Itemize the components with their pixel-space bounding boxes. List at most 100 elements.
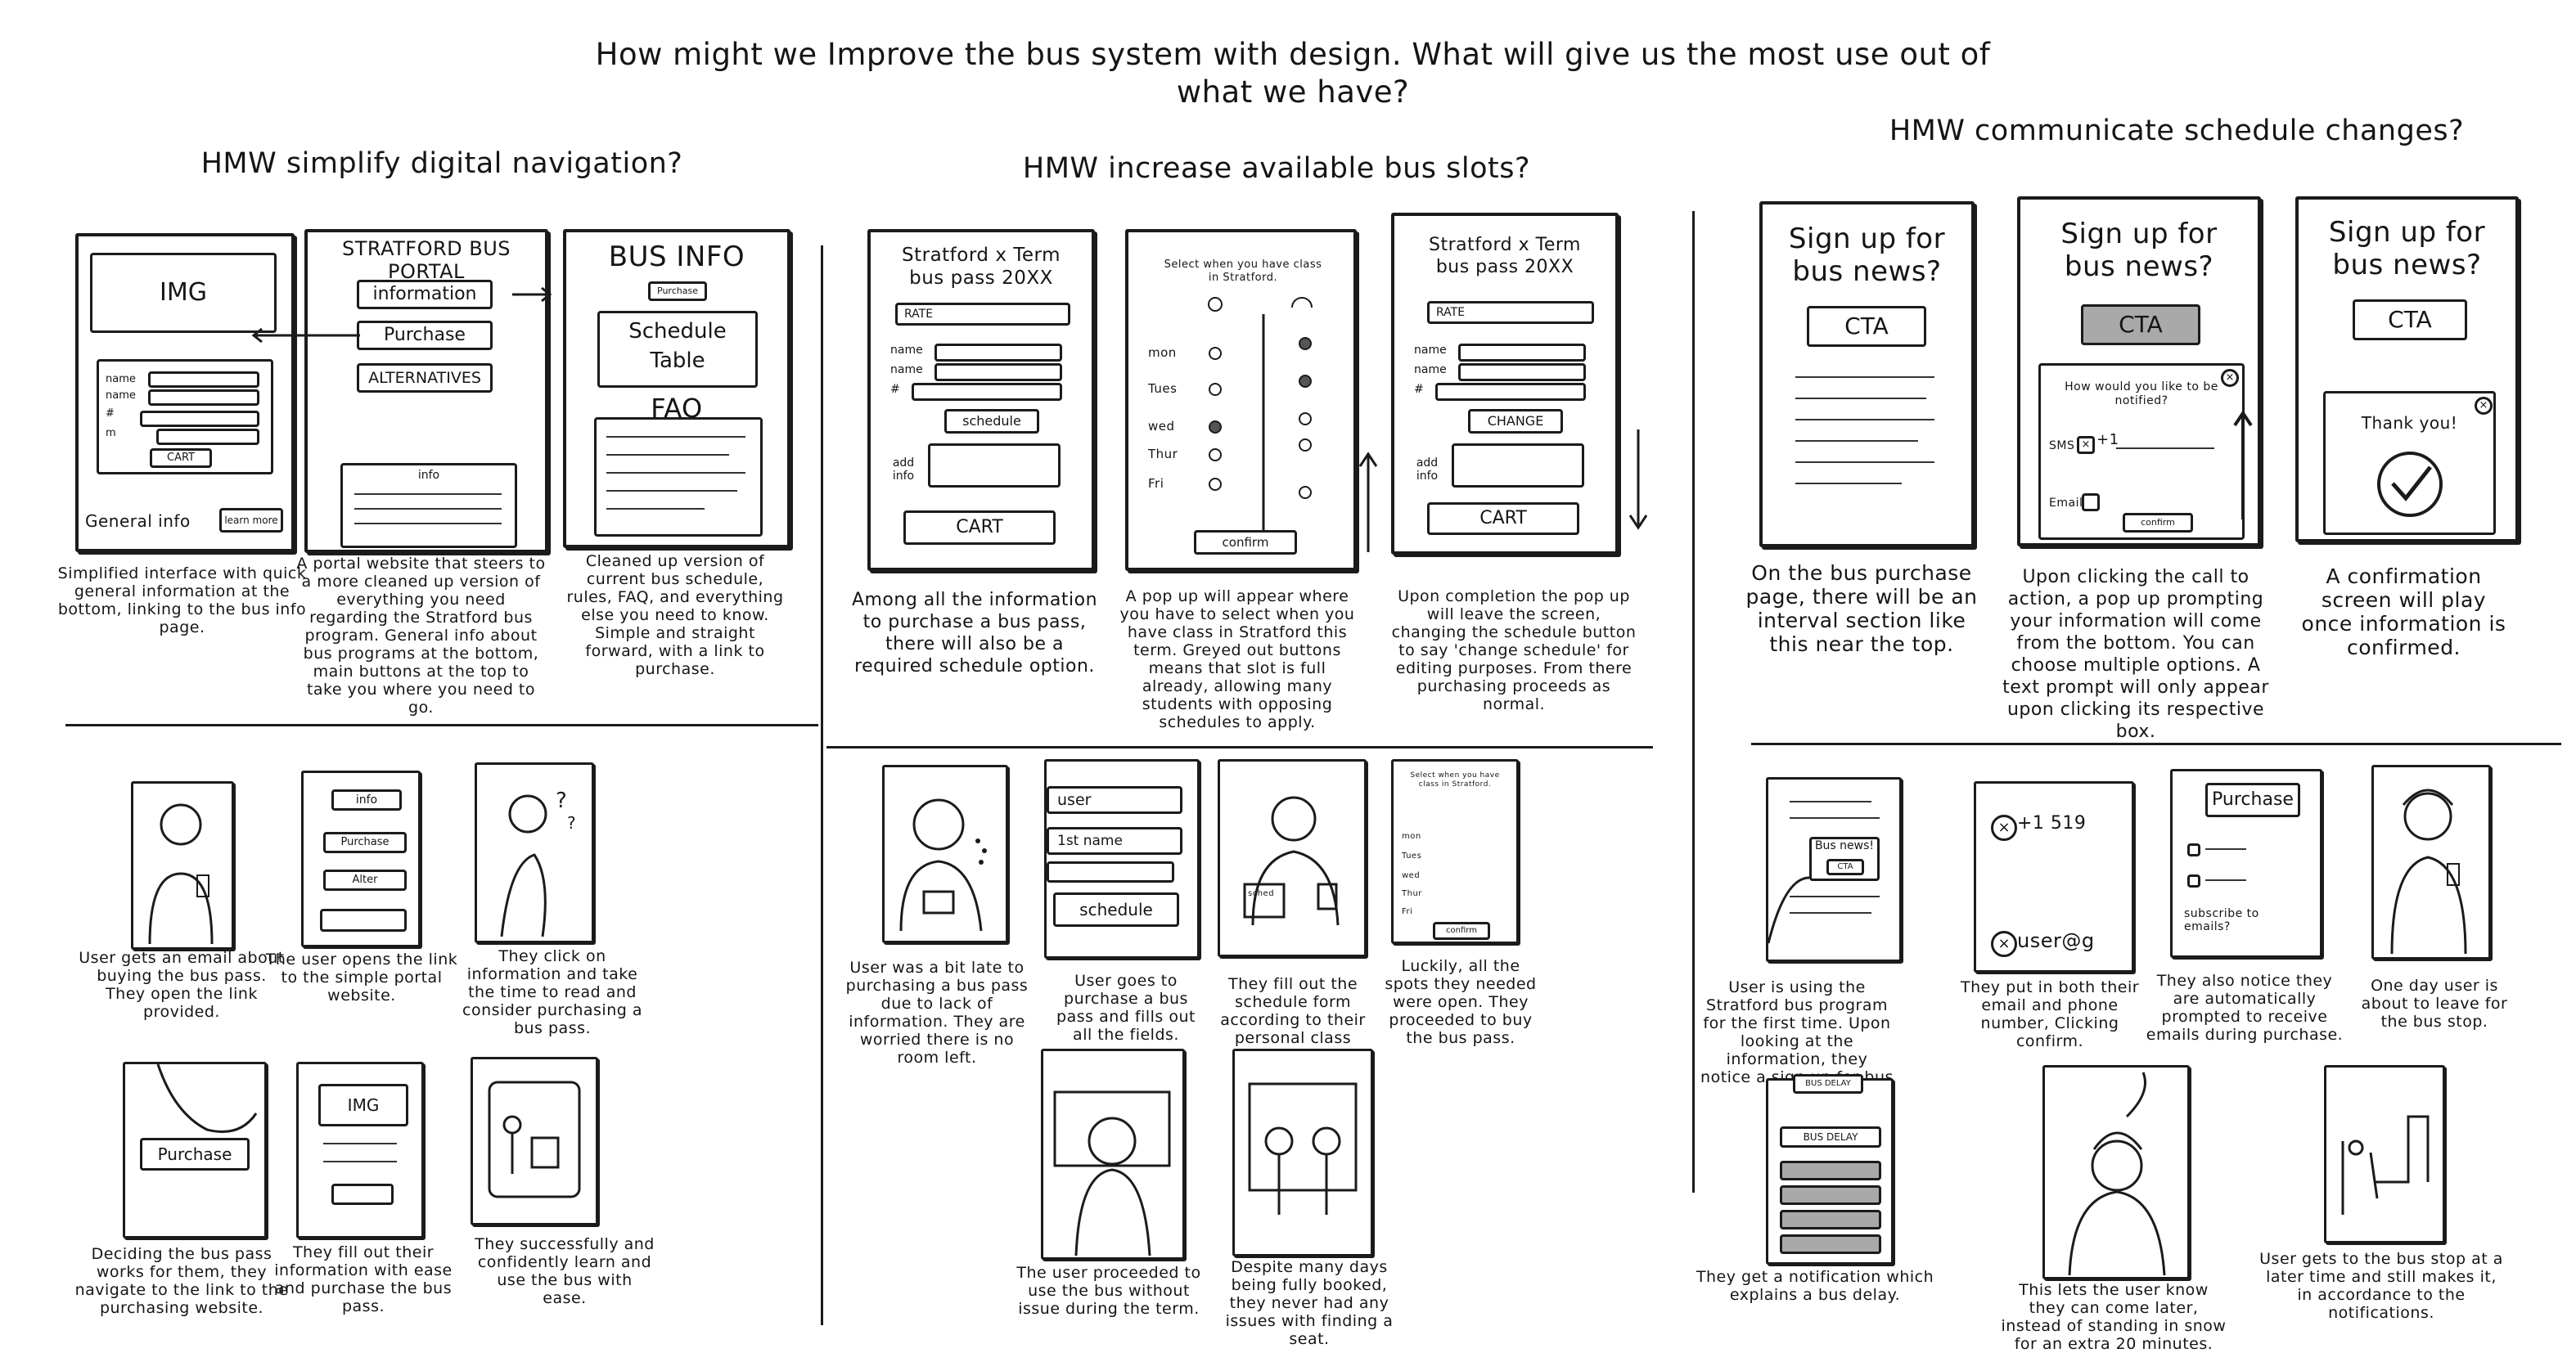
column-divider-2: [1692, 211, 1695, 1193]
s2-confirm-button[interactable]: confirm: [1194, 530, 1297, 555]
s2-up-arrow: [1358, 452, 1378, 552]
s1-story-4: Purchase: [123, 1062, 267, 1238]
s3-screen-1-caption: On the bus purchase page, there will be …: [1745, 561, 1978, 656]
close-icon[interactable]: ×: [2221, 369, 2239, 387]
s3-screen-2-caption: Upon clicking the call to action, a pop …: [2002, 567, 2269, 742]
s2-story-2-caption: User goes to purchase a bus pass and fil…: [1056, 972, 1196, 1044]
s2-change-button[interactable]: CHANGE: [1468, 409, 1563, 434]
s2-name-field-1[interactable]: [934, 344, 1062, 362]
s3-cta-button-2[interactable]: CTA: [2081, 304, 2200, 345]
s1-story-3-caption: They click on information and take the t…: [462, 947, 642, 1037]
s2-screen-1-header: Stratford x Term bus pass 20XX: [902, 245, 1061, 289]
s2-story-4-caption: Luckily, all the spots they needed were …: [1385, 957, 1537, 1047]
s1-screen-1-form: name name # m CART: [97, 359, 273, 474]
s2-story-3-caption: They fill out the schedule form accordin…: [1220, 975, 1366, 1065]
row-rule-1: [65, 724, 818, 726]
s2-cart-button-2[interactable]: CART: [1427, 502, 1579, 535]
s2-story-1-caption: User was a bit late to purchasing a bus …: [845, 959, 1029, 1067]
s1-bus-info-purchase[interactable]: Purchase: [648, 281, 707, 301]
s1-story-5-caption: They fill out their information with eas…: [274, 1243, 453, 1315]
s3-confirm-button[interactable]: confirm: [2123, 513, 2193, 533]
s3-story-7-caption: User gets to the bus stop at a later tim…: [2259, 1250, 2503, 1322]
s1-story-3: ? ?: [475, 762, 594, 943]
s1-story-6: [471, 1057, 598, 1225]
s1-story-5: IMG: [296, 1062, 424, 1238]
s1-portal-info-box: info: [340, 463, 517, 548]
s2-story-6-caption: Despite many days being fully booked, th…: [1225, 1258, 1394, 1348]
s2-add-info-field[interactable]: [928, 443, 1061, 488]
s3-screen-3-header: Sign up for bus news?: [2328, 216, 2486, 281]
s3-screen-2-header: Sign up for bus news?: [2060, 218, 2218, 283]
s1-screen-2-caption: A portal website that steers to a more c…: [296, 555, 546, 717]
s1-screen-1-caption: Simplified interface with quick general …: [57, 564, 307, 636]
s2-rate-dropdown-2[interactable]: RATE: [1427, 301, 1594, 324]
s2-story-6: [1232, 1049, 1373, 1256]
s1-faq-list: [594, 417, 763, 537]
s3-screen-2: Sign up for bus news? CTA How would you …: [2017, 196, 2261, 546]
s1-story-4-caption: Deciding the bus pass works for them, th…: [74, 1245, 289, 1317]
svg-text:?: ?: [556, 789, 567, 813]
s3-story-3-caption: They also notice they are automatically …: [2146, 972, 2344, 1044]
s3-story-5-caption: They get a notification which explains a…: [1696, 1268, 1934, 1304]
s1-portal-header: STRATFORD BUS PORTAL: [341, 237, 511, 283]
s1-story-2-caption: The user opens the link to the simple po…: [265, 951, 458, 1005]
s3-screen-1-header: Sign up for bus news?: [1788, 223, 1946, 288]
main-title: How might we Improve the bus system with…: [595, 37, 1991, 110]
section-1-heading: HMW simplify digital navigation?: [200, 147, 683, 180]
s3-notify-popup: How would you like to be notified? × SMS…: [2038, 363, 2245, 540]
s2-screen-3: Stratford x Term bus pass 20XX RATE name…: [1391, 213, 1619, 555]
s1-bus-info-header: BUS INFO: [608, 240, 745, 273]
s3-story-4: [2371, 765, 2491, 960]
s2-screen-2: Select when you have class in Stratford.…: [1125, 229, 1357, 571]
close-icon[interactable]: ×: [2475, 397, 2493, 415]
s2-story-4: Select when you have class in Stratford.…: [1391, 759, 1519, 944]
s1-screen-1: IMG name name # m CART General info lear…: [75, 233, 295, 552]
s2-story-5: [1041, 1049, 1185, 1260]
section-3-heading: HMW communicate schedule changes?: [1889, 115, 2465, 147]
s2-screen-2-caption: A pop up will appear where you have to s…: [1119, 587, 1355, 731]
s1-story-1: [131, 781, 234, 950]
s1-learn-more-button[interactable]: learn more: [219, 508, 283, 533]
s2-screen-3-caption: Upon completion the pop up will leave th…: [1391, 587, 1637, 713]
s2-down-arrow: [1628, 429, 1648, 530]
s2-screen-1: Stratford x Term bus pass 20XX RATE name…: [867, 229, 1095, 571]
svg-text:?: ?: [567, 813, 576, 833]
s3-cta-button-3[interactable]: CTA: [2353, 299, 2467, 340]
s3-story-4-caption: One day user is about to leave for the b…: [2361, 977, 2508, 1031]
s1-story-6-caption: They successfully and confidently learn …: [475, 1235, 655, 1307]
s2-screen-1-caption: Among all the information to purchase a …: [851, 590, 1098, 676]
section-2-heading: HMW increase available bus slots?: [1022, 152, 1531, 185]
s2-story-1: [882, 765, 1008, 943]
s2-schedule-button[interactable]: schedule: [944, 409, 1039, 434]
s1-alternatives-button[interactable]: ALTERNATIVES: [357, 363, 493, 393]
check-icon: [2377, 452, 2443, 517]
row-rule-3: [1751, 743, 2561, 745]
s3-cta-button-1[interactable]: CTA: [1807, 306, 1926, 347]
s2-rate-dropdown[interactable]: RATE: [895, 303, 1070, 326]
s1-screen-3: BUS INFO Purchase Schedule Table FAQ: [563, 229, 790, 548]
s1-schedule-table[interactable]: Schedule Table: [597, 311, 758, 388]
s1-info-button[interactable]: information: [357, 280, 493, 309]
s3-thank-you-popup: × Thank you!: [2323, 391, 2496, 535]
s1-story-2: info Purchase Alter: [301, 771, 421, 947]
s2-story-2: user 1st name schedule: [1044, 759, 1200, 959]
s3-story-2-caption: They put in both their email and phone n…: [1960, 978, 2140, 1050]
s2-number-field[interactable]: [912, 383, 1062, 401]
s2-cart-button[interactable]: CART: [903, 510, 1056, 545]
s3-sms-checkbox[interactable]: ×: [2077, 436, 2095, 454]
s3-email-checkbox[interactable]: [2082, 493, 2100, 511]
s1-screen-1-footer: General info: [85, 511, 191, 531]
s2-story-5-caption: The user proceeded to use the bus withou…: [1016, 1264, 1201, 1318]
s1-screen-2: STRATFORD BUS PORTAL information Purchas…: [304, 229, 548, 553]
s2-popup-header: Select when you have class in Stratford.: [1164, 258, 1322, 284]
s1-cart-button[interactable]: CART: [150, 448, 212, 468]
s2-name-field-2[interactable]: [934, 363, 1062, 381]
column-divider-1: [821, 245, 823, 1325]
s3-story-2: +1 519 × user@g ×: [1974, 781, 2134, 973]
s3-story-6: [2042, 1065, 2190, 1279]
s3-story-5: BUS DELAY BUS DELAY: [1766, 1074, 1894, 1265]
s3-screen-3: Sign up for bus news? CTA × Thank you!: [2295, 196, 2519, 542]
s2-screen-3-header: Stratford x Term bus pass 20XX: [1429, 235, 1581, 277]
s3-story-7: [2324, 1065, 2445, 1243]
